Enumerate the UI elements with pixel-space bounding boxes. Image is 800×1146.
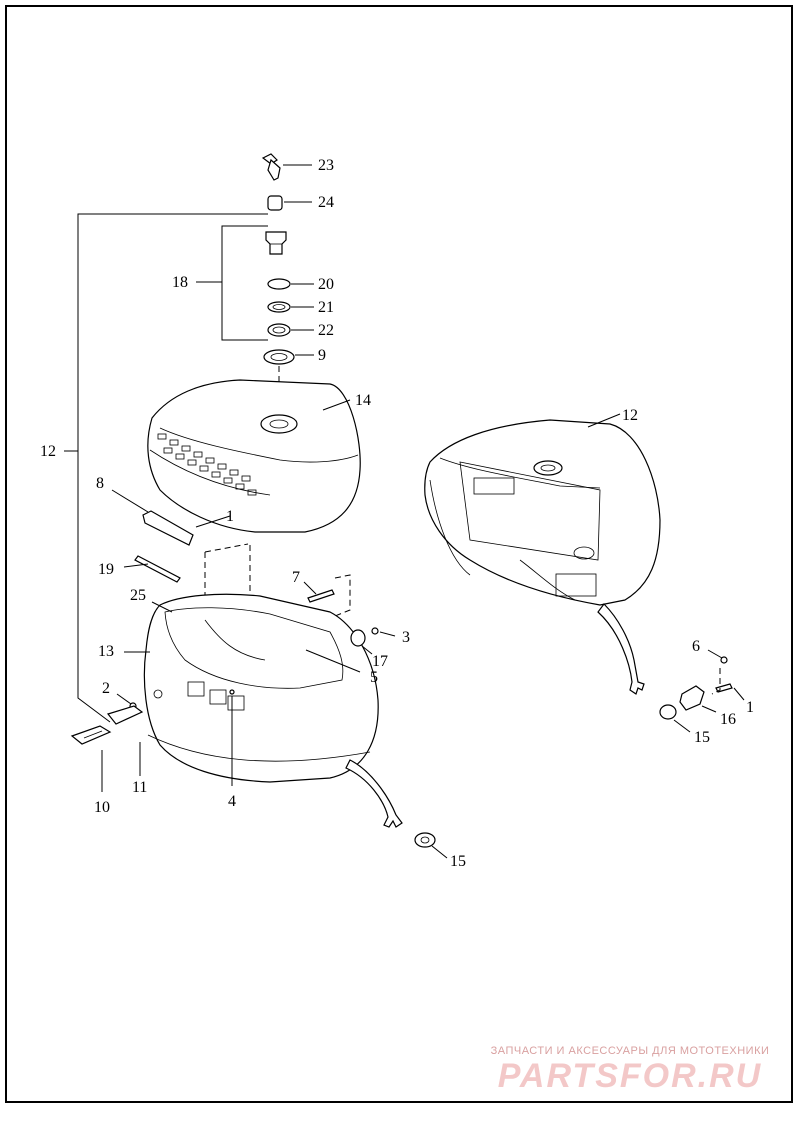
key-part-23 [261,153,312,181]
bumper-part-17 [350,629,373,655]
callout-16: 16 [720,711,736,728]
callout-15-right: 15 [694,729,710,746]
o-ring-part-20 [267,278,314,290]
cable-part-15-left [345,759,448,859]
spring-washer-part-21 [267,301,314,313]
callout-21: 21 [318,299,334,316]
diagram-frame [5,5,793,1103]
screw-part-1-right [715,683,745,701]
callout-22: 22 [318,322,334,339]
lid-part-14 [147,379,361,533]
screw-part-3 [371,627,396,637]
callout-17: 17 [372,653,388,670]
callout-15-bottom: 15 [450,853,466,870]
screw-part-6 [707,649,728,664]
callout-1-left: 1 [226,508,234,525]
watermark-caption: ЗАПЧАСТИ И АКСЕССУАРЫ ДЛЯ МОТОТЕХНИКИ [490,1045,770,1057]
callout-18: 18 [172,274,188,291]
callout-24: 24 [318,194,334,211]
plate-part-11 [106,705,144,776]
callout-7: 7 [292,569,300,586]
watermark: ЗАПЧАСТИ И АКСЕССУАРЫ ДЛЯ МОТОТЕХНИКИ PA… [470,1045,790,1095]
nut-part-22 [267,323,314,337]
bezel-part-9 [263,349,314,365]
lock-cap-part-24 [267,195,312,211]
callout-3: 3 [402,629,410,646]
watermark-brand-logo: PARTSFOR.RU [497,1057,763,1095]
pin-part-7 [303,581,335,603]
callout-12-left: 12 [40,443,56,460]
callout-8: 8 [96,475,104,492]
callout-4: 4 [228,793,236,810]
bracket-part-16 [679,685,717,713]
callout-11: 11 [132,779,147,796]
lock-cylinder-part-18 [265,231,287,255]
callout-9: 9 [318,347,326,364]
callout-12-right: 12 [622,407,638,424]
callout-6: 6 [692,638,700,655]
callout-25: 25 [130,587,146,604]
callout-23: 23 [318,157,334,174]
hinge-part-8 [111,489,194,546]
callout-2: 2 [102,680,110,697]
screw-part-4 [229,689,235,786]
callout-19: 19 [98,561,114,578]
base-part-13 [143,593,379,783]
callout-14: 14 [355,392,371,409]
callout-20: 20 [318,276,334,293]
callout-5: 5 [370,669,378,686]
strap-part-19 [123,555,181,583]
assembled-case-part-12 [424,413,661,606]
callout-13: 13 [98,643,114,660]
callout-10: 10 [94,799,110,816]
gasket-part-10 [70,725,112,792]
callout-1-right: 1 [746,699,754,716]
cable-part-15-right [597,603,691,733]
